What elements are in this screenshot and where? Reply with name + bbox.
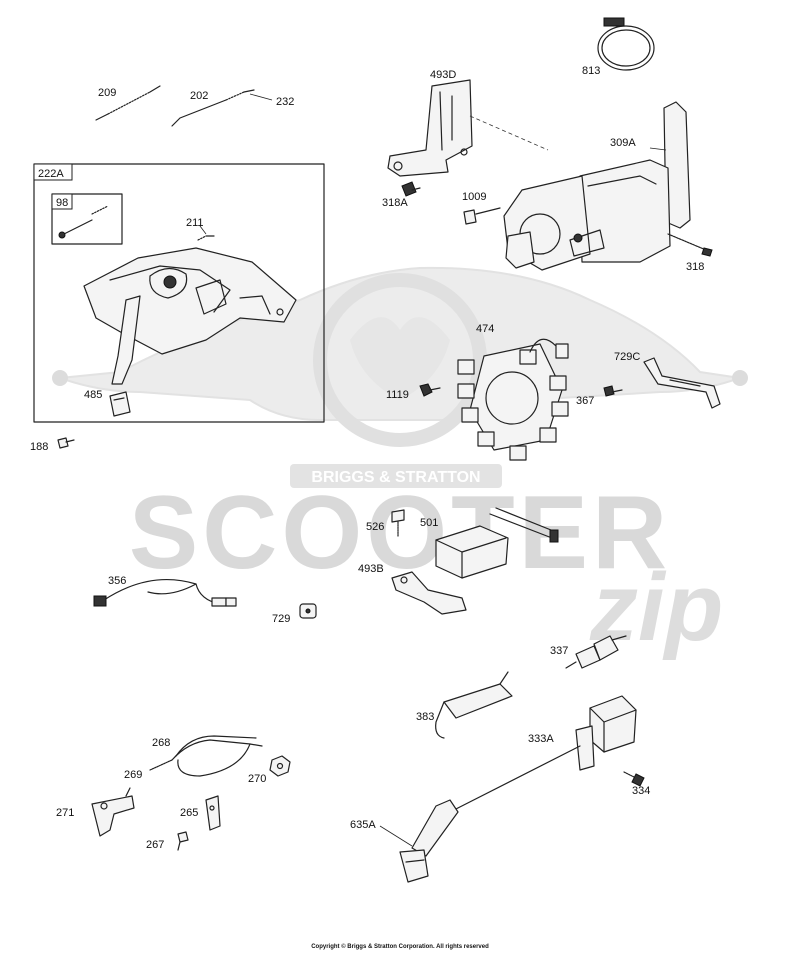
screw-267-part[interactable]: [177, 831, 189, 851]
part-label-267: 267: [146, 839, 164, 851]
part-label-729: 729: [272, 613, 290, 625]
bracket-493D-part[interactable]: [387, 79, 473, 177]
screw-367-part[interactable]: [603, 385, 623, 397]
terminal-383-part[interactable]: [435, 671, 513, 739]
group-box-222A: [33, 163, 325, 423]
part-label-265: 265: [180, 807, 198, 819]
link-rod-202-part[interactable]: [171, 89, 255, 127]
watermark-brand-text: BRIGGS & STRATTON: [311, 469, 480, 486]
part-label-211: 211: [186, 217, 204, 229]
cable-clip-485-part[interactable]: [109, 391, 131, 417]
part-label-271: 271: [56, 807, 74, 819]
lever-271-part[interactable]: [91, 787, 135, 837]
part-label-337: 337: [550, 645, 568, 657]
alternator-474-part[interactable]: [457, 338, 569, 461]
part-label-202: 202: [190, 90, 208, 102]
part-label-1119: 1119: [386, 389, 409, 401]
group-box-98: [51, 193, 123, 245]
part-label-268: 268: [152, 737, 170, 749]
part-label-493B: 493B: [358, 563, 384, 575]
control-bracket-part[interactable]: [83, 247, 297, 385]
part-label-367: 367: [576, 395, 594, 407]
part-label-526: 526: [366, 521, 384, 533]
screw-334-part[interactable]: [623, 771, 645, 787]
part-label-318: 318: [686, 261, 704, 273]
part-label-209: 209: [98, 87, 116, 99]
part-label-485: 485: [84, 389, 102, 401]
copyright-notice: Copyright © Briggs & Stratton Corporatio…: [311, 944, 489, 950]
spark-plug-boot-635A-part[interactable]: [399, 799, 459, 883]
watermark-brand-badge: [290, 464, 502, 488]
part-label-333A: 333A: [528, 733, 554, 745]
starter-motor-309A-part[interactable]: [503, 101, 691, 271]
part-label-501: 501: [420, 517, 438, 529]
screw-526-part[interactable]: [391, 509, 405, 537]
part-label-270: 270: [248, 773, 266, 785]
part-label-1009: 1009: [462, 191, 486, 203]
bracket-729C-part[interactable]: [643, 357, 721, 409]
part-label-474: 474: [476, 323, 494, 335]
part-label-356: 356: [108, 575, 126, 587]
part-label-309A: 309A: [610, 137, 636, 149]
part-label-188: 188: [30, 441, 48, 453]
bolt-1119-part[interactable]: [419, 383, 441, 397]
part-label-318A: 318A: [382, 197, 408, 209]
throttle-cable-268-part[interactable]: [149, 735, 263, 777]
spark-plug-337-part[interactable]: [565, 635, 627, 669]
part-label-813: 813: [582, 65, 600, 77]
screw-98-part[interactable]: [58, 219, 93, 239]
part-label-493D: 493D: [430, 69, 456, 81]
part-label-222A: 222A: [38, 168, 64, 180]
part-label-383: 383: [416, 711, 434, 723]
part-label-269: 269: [124, 769, 142, 781]
screw-188-part[interactable]: [57, 437, 75, 449]
part-label-232: 232: [276, 96, 294, 108]
part-label-729C: 729C: [614, 351, 640, 363]
rectifier-501-part[interactable]: [435, 507, 559, 579]
spring-209-part[interactable]: [95, 85, 161, 121]
ignition-coil-333A-part[interactable]: [449, 695, 637, 813]
screw-318A-part[interactable]: [401, 181, 421, 197]
part-label-98: 98: [56, 197, 68, 209]
nut-270-part[interactable]: [269, 755, 291, 777]
spring-98-part[interactable]: [91, 205, 109, 215]
clip-729-part[interactable]: [299, 603, 317, 619]
wire-harness-356-part[interactable]: [93, 578, 237, 607]
bracket-265-part[interactable]: [205, 795, 221, 831]
part-label-635A: 635A: [350, 819, 376, 831]
part-label-334: 334: [632, 785, 650, 797]
hose-clamp-813-part[interactable]: [597, 17, 655, 71]
bolt-1009-part[interactable]: [463, 207, 501, 225]
bracket-493B-part[interactable]: [391, 571, 467, 615]
bolt-318-part[interactable]: [667, 233, 713, 257]
watermark-logo-icon: [52, 266, 748, 447]
spring-211-part[interactable]: [197, 235, 215, 241]
